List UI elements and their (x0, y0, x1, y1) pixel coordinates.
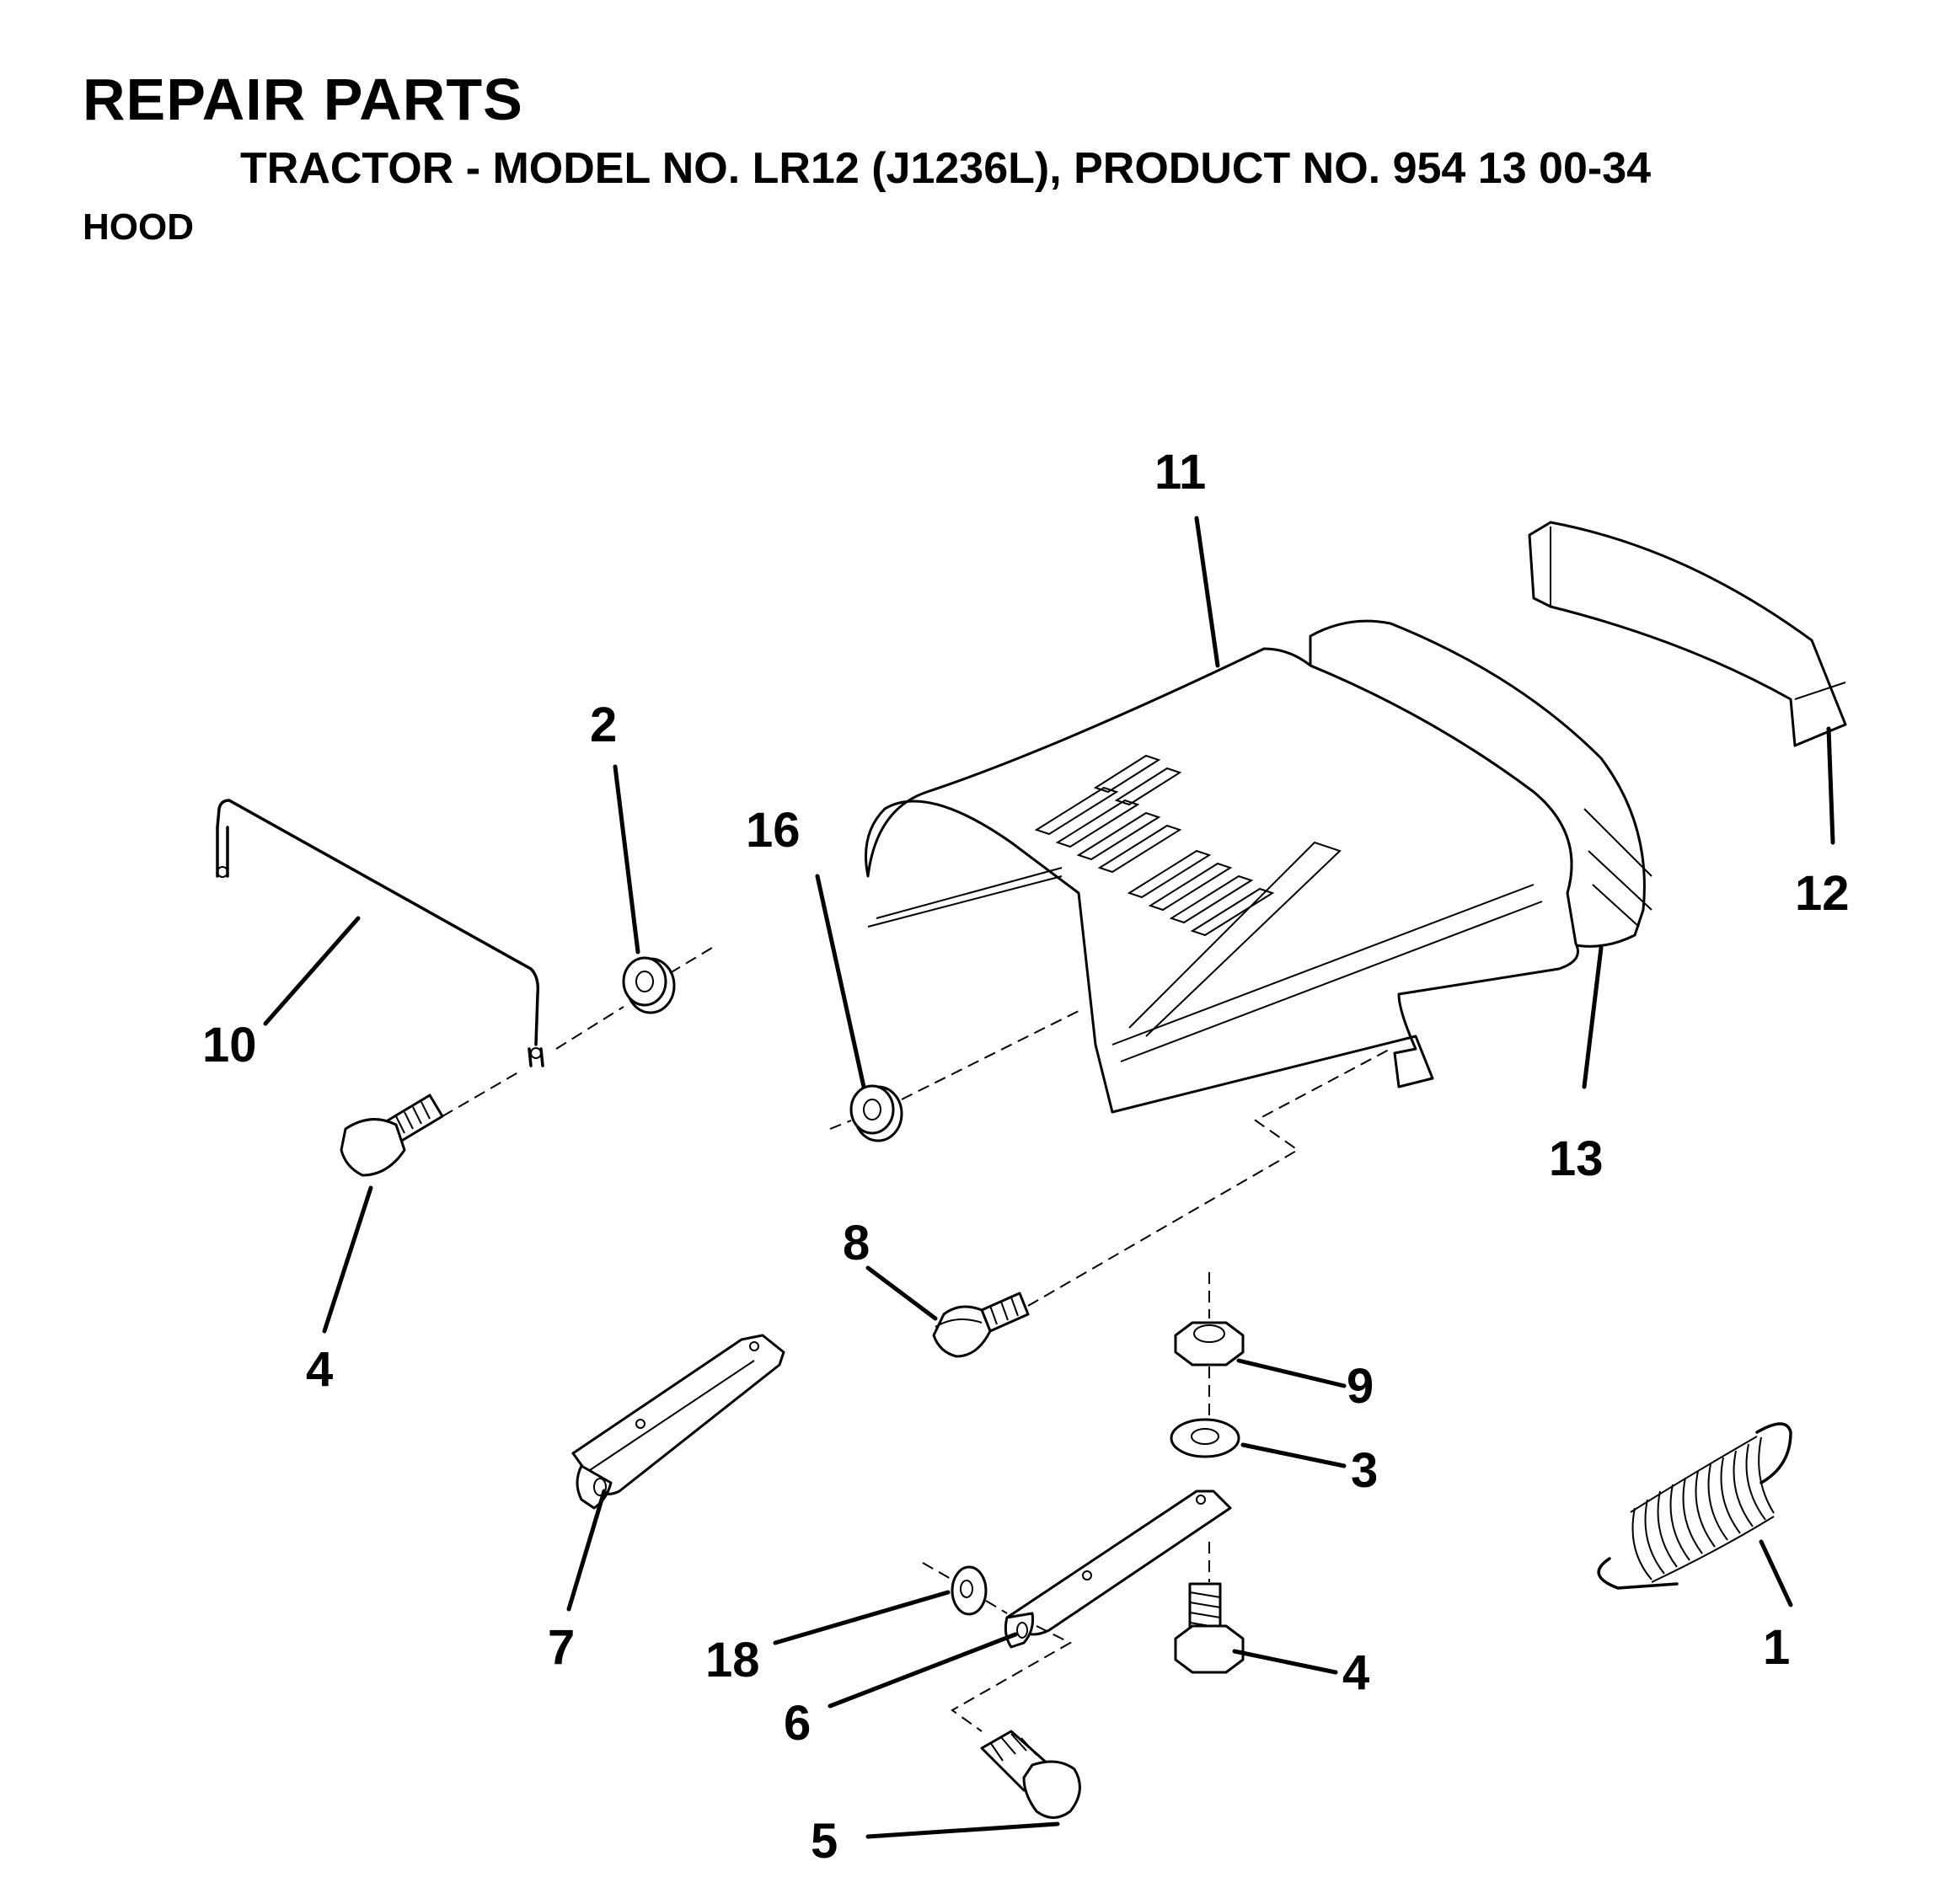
nut-part-9 (1174, 1321, 1245, 1366)
callout-4-bottom: 4 (1342, 1645, 1369, 1700)
bracket-part-7 (571, 1334, 785, 1510)
callout-13: 13 (1549, 1131, 1604, 1186)
callout-4-left: 4 (306, 1342, 333, 1397)
callout-5: 5 (811, 1814, 838, 1869)
assembly-guide-lines (442, 947, 1391, 1732)
bolt-part-4-bottom (1174, 1582, 1245, 1674)
washer-part-18 (951, 1565, 988, 1616)
page-title: REPAIR PARTS (83, 67, 523, 132)
section-label: HOOD (83, 206, 194, 248)
washer-part-3 (1170, 1418, 1240, 1458)
callout-11: 11 (1154, 445, 1206, 500)
callout-numbers: 1 2 3 4 4 5 6 7 8 9 10 11 12 13 16 18 (202, 445, 1850, 1869)
nut-part-16 (849, 1084, 903, 1142)
nut-part-2 (622, 956, 676, 1014)
strap-part-6 (1004, 1490, 1232, 1649)
model-subtitle: TRACTOR - MODEL NO. LR12 (J1236L), PRODU… (240, 144, 1652, 193)
hood-part-11 (865, 619, 1652, 1114)
hood-decal-part-12 (1528, 521, 1847, 747)
callout-12: 12 (1795, 866, 1850, 921)
spring-part-1 (1597, 1422, 1792, 1590)
callout-7: 7 (548, 1620, 575, 1675)
callout-16: 16 (746, 803, 801, 858)
callout-leader-lines (263, 516, 1835, 1839)
callout-9: 9 (1347, 1359, 1374, 1414)
bolt-part-5 (980, 1730, 1081, 1819)
callout-2: 2 (590, 698, 617, 752)
bolt-part-8 (932, 1292, 1030, 1358)
callout-18: 18 (705, 1633, 760, 1687)
callout-1: 1 (1763, 1620, 1790, 1675)
callout-3: 3 (1351, 1443, 1378, 1498)
callout-10: 10 (202, 1018, 257, 1072)
bolt-part-4-left (340, 1094, 444, 1177)
callout-6: 6 (784, 1696, 811, 1751)
hood-rod-part-10 (216, 799, 544, 1067)
callout-8: 8 (843, 1216, 870, 1270)
